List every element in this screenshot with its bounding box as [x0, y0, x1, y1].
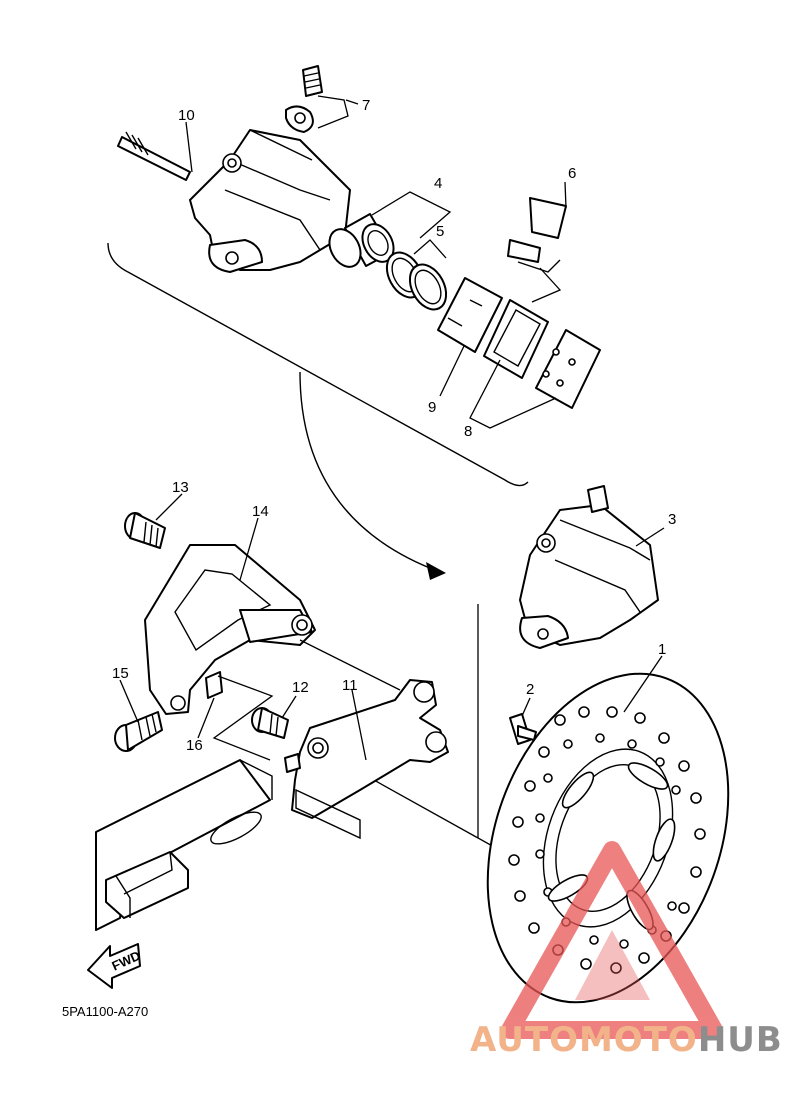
fwd-arrow: FWD — [87, 943, 143, 989]
bracket-guide-lines — [212, 675, 274, 761]
watermark-part2: HUB — [697, 1020, 783, 1060]
leader-6 — [531, 181, 567, 303]
leader-14 — [239, 517, 259, 581]
callout-4: 4 — [434, 175, 442, 192]
callout-12: 12 — [292, 679, 309, 696]
leader-15 — [119, 679, 139, 723]
leader-5 — [413, 239, 447, 259]
brake-pads — [483, 299, 601, 409]
leader-7 — [317, 95, 349, 129]
leader-8 — [469, 359, 557, 429]
caliper-bracket — [144, 544, 316, 715]
callout-9: 9 — [428, 399, 436, 416]
clip-16 — [197, 671, 223, 739]
leader-13 — [155, 493, 183, 521]
leader-9 — [439, 345, 465, 397]
leader-2 — [521, 697, 531, 717]
callout-1: 1 — [658, 641, 666, 658]
watermark-triangle — [501, 841, 723, 1039]
diagram-code: 5PA1100-A270 — [62, 1004, 148, 1019]
pad-spring — [507, 197, 567, 273]
leader-11 — [351, 689, 367, 761]
bleed-screw — [285, 65, 323, 133]
callout-10: 10 — [178, 107, 195, 124]
leader-12 — [281, 695, 297, 719]
caliper-assembly — [477, 485, 659, 849]
group-bracket-line — [107, 242, 529, 487]
watermark-text: AUTOMOTOHUB — [470, 1020, 783, 1060]
caliper-guide-line — [477, 604, 497, 849]
callout-3: 3 — [668, 511, 676, 528]
piston-seals — [385, 251, 448, 311]
leader-1 — [623, 655, 663, 713]
disc-bolt — [509, 713, 537, 745]
caliper-body-upper — [189, 129, 351, 273]
callout-8: 8 — [464, 423, 472, 440]
piston — [328, 213, 395, 268]
callout-5: 5 — [436, 223, 444, 240]
callout-14: 14 — [252, 503, 269, 520]
pad-pin — [117, 131, 191, 181]
brake-holder — [284, 679, 449, 840]
callout-15: 15 — [112, 665, 129, 682]
callout-7: 7 — [362, 97, 370, 114]
callout-6: 6 — [568, 165, 576, 182]
swingarm — [95, 759, 273, 931]
leader-3 — [635, 527, 665, 547]
assembly-arrow-head — [426, 562, 446, 580]
assembly-arrow — [299, 371, 441, 573]
callout-16: 16 — [186, 737, 203, 754]
pad-shim — [437, 277, 503, 353]
bolt-13 — [124, 512, 166, 549]
callout-13: 13 — [172, 479, 189, 496]
leader-4 — [371, 191, 452, 239]
bolt-12 — [251, 707, 289, 739]
leader-10 — [185, 121, 193, 173]
watermark-part1: AUTOMOTO — [470, 1020, 698, 1060]
caliper-exploded-group — [107, 65, 601, 580]
leader-7b — [345, 99, 359, 105]
callout-11: 11 — [342, 677, 358, 694]
callout-2: 2 — [526, 681, 534, 698]
bolt-15 — [114, 711, 163, 752]
